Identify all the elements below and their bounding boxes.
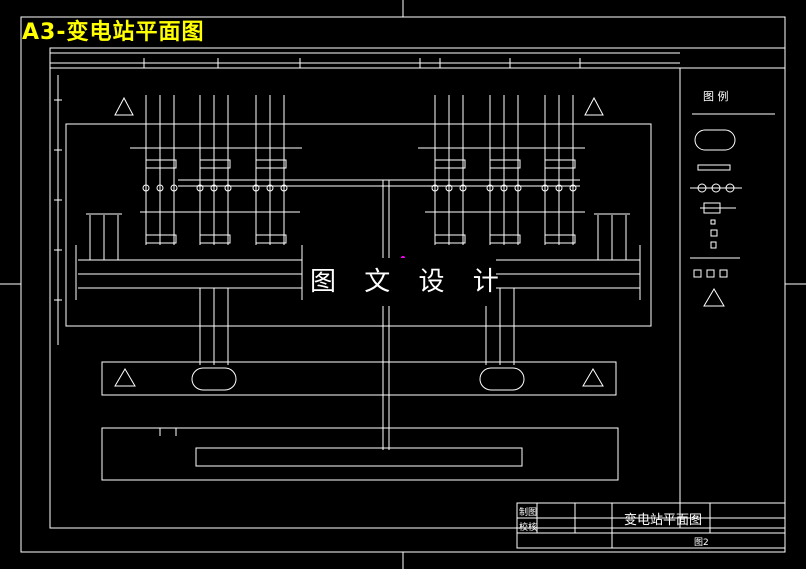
watermark: 图 文 设 计 — [310, 258, 499, 306]
left-bays — [75, 95, 303, 300]
main-transformer-room — [101, 361, 617, 396]
legend-heading: 图 例 — [703, 89, 729, 103]
right-bays — [418, 95, 641, 300]
sheet-number: 图2 — [694, 537, 709, 548]
drawn-label: 制图 — [519, 506, 537, 518]
transformer-legend-icon — [694, 129, 736, 151]
drawing-name: 变电站平面图 — [624, 512, 702, 528]
check-label: 校核 — [519, 521, 537, 533]
control-building — [101, 427, 619, 481]
legend-panel — [679, 67, 786, 529]
drawing-title: A3-变电站平面图 — [22, 20, 205, 45]
lightning-rod-legend-icon — [703, 288, 725, 307]
title-block — [516, 502, 786, 549]
switchyard-fence — [65, 123, 652, 327]
